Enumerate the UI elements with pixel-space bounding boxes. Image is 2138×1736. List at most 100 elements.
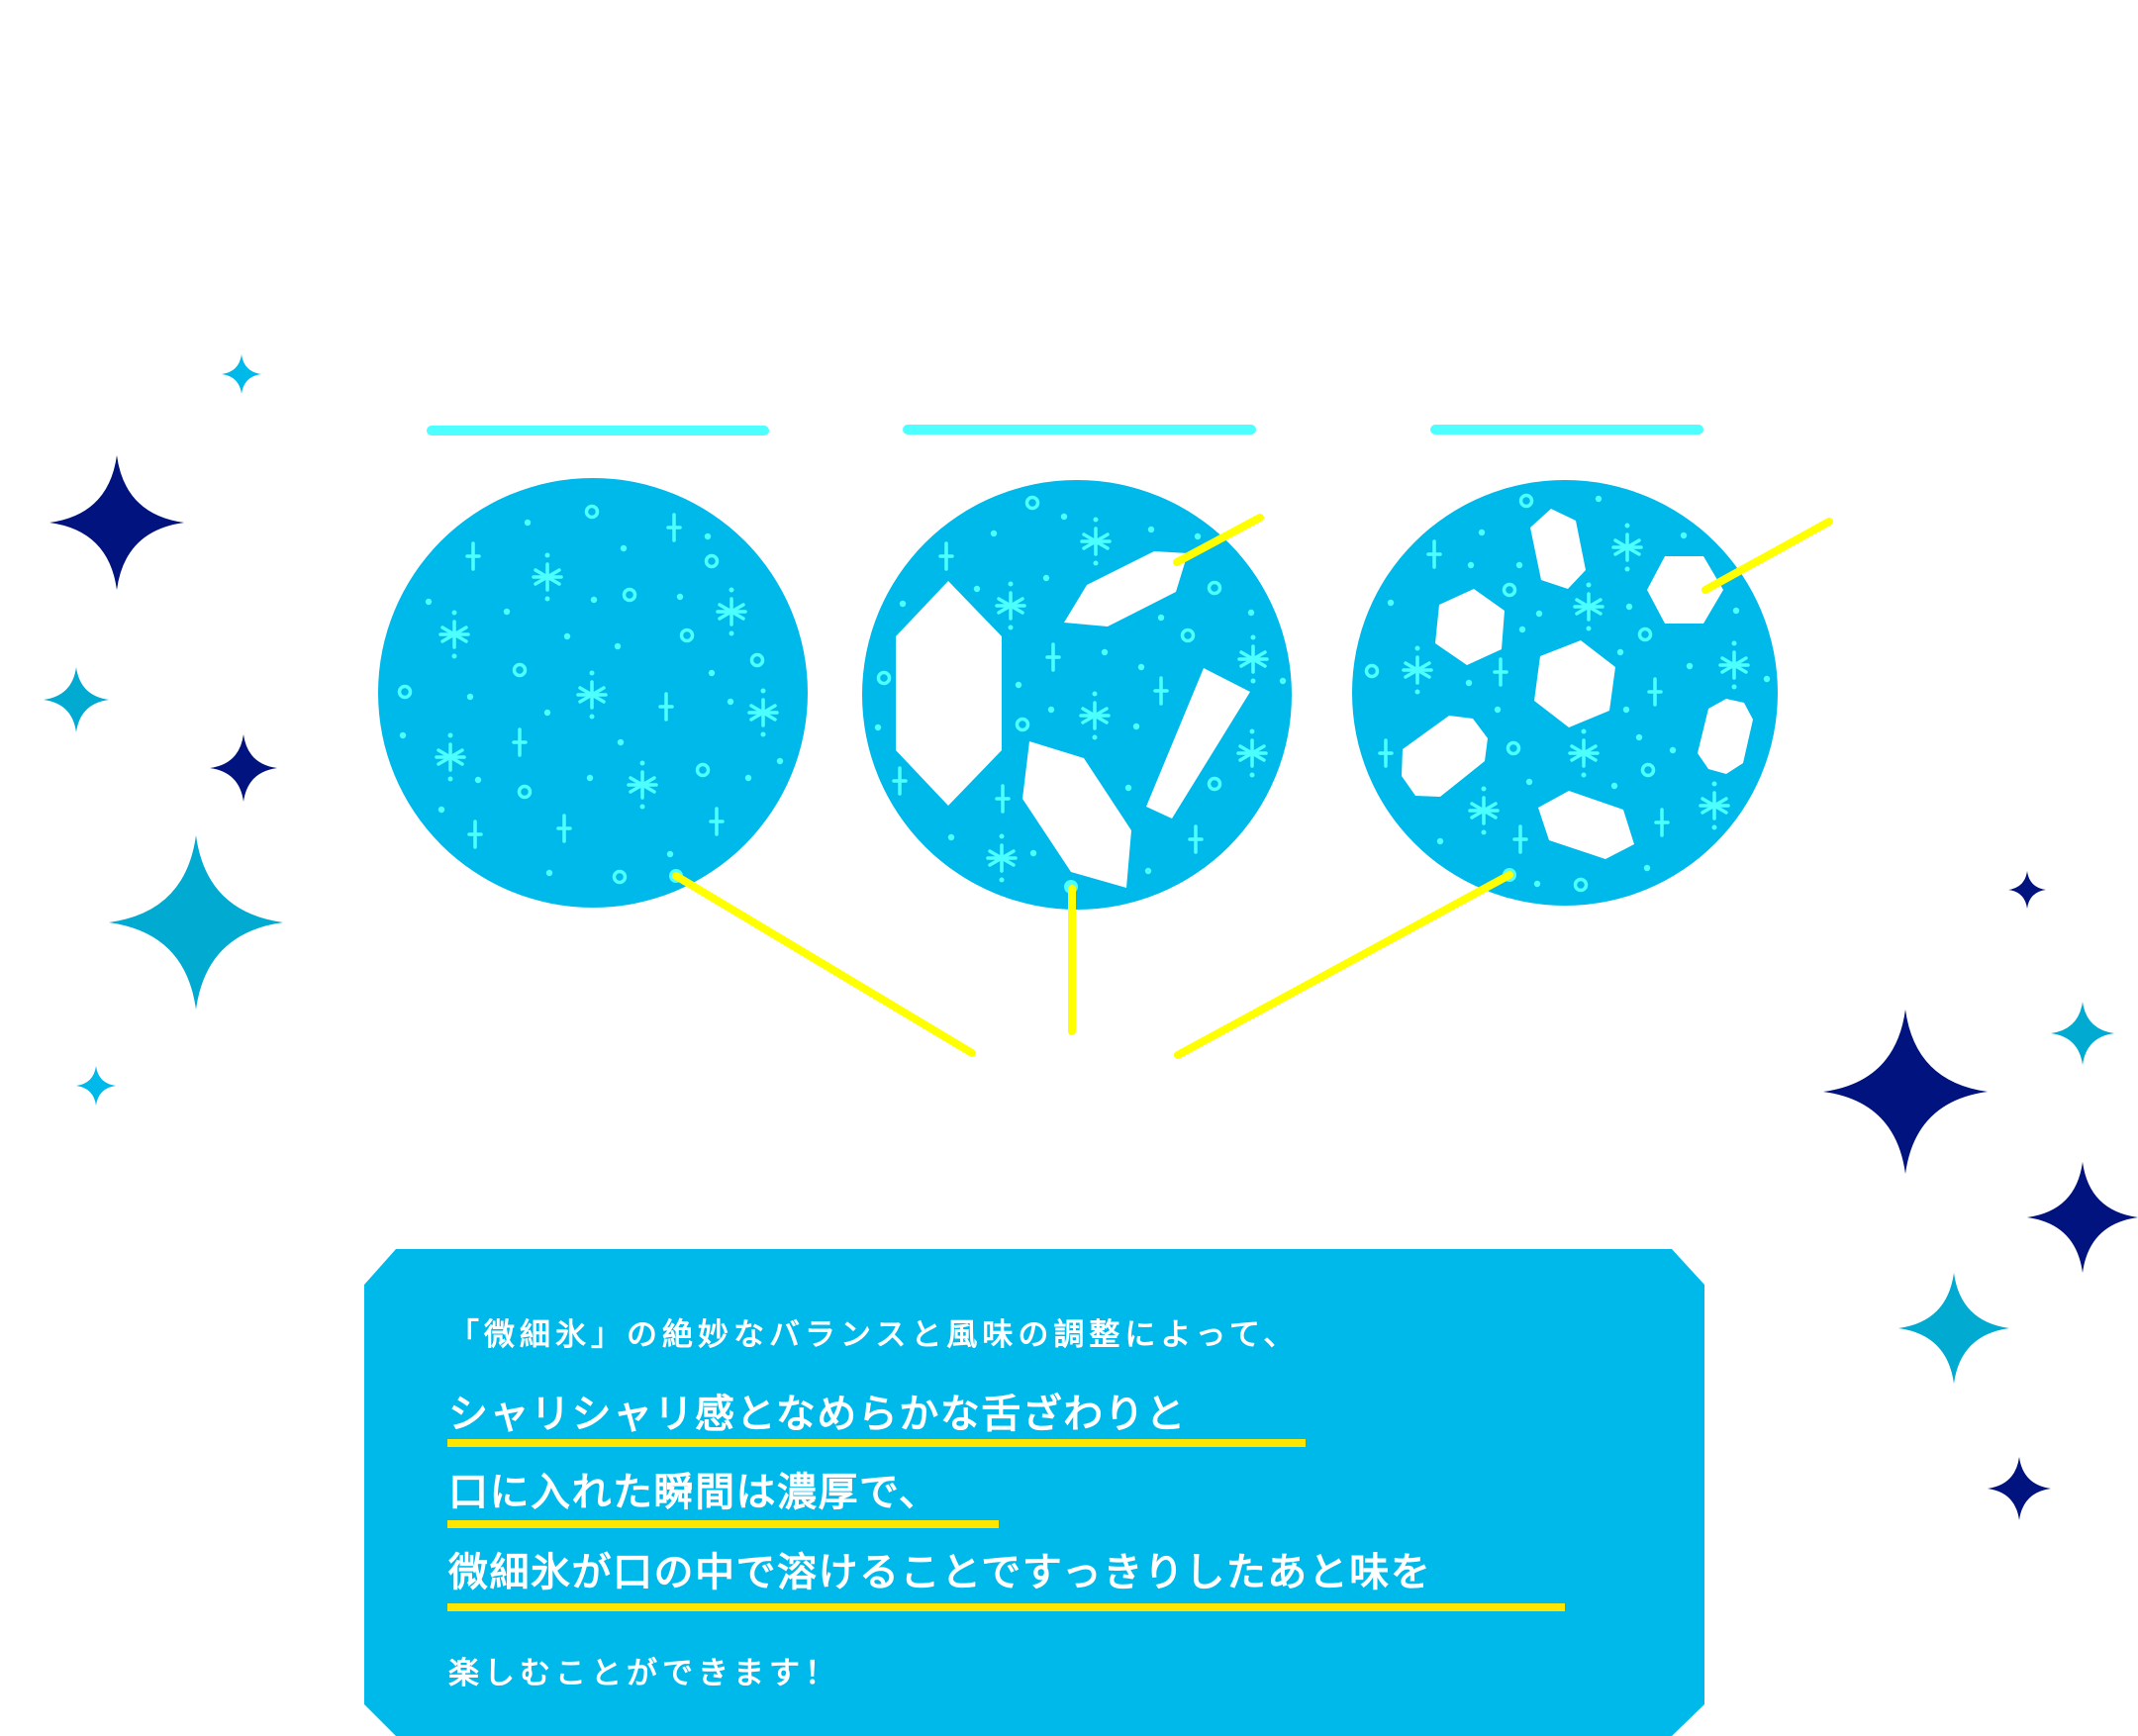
ice-crystal-shape bbox=[1022, 741, 1131, 888]
snowflake-icon bbox=[995, 581, 1026, 630]
ring-icon bbox=[622, 587, 637, 603]
ring-icon bbox=[1015, 717, 1030, 732]
dot-icon bbox=[1635, 733, 1643, 741]
cross-sparkle-icon bbox=[512, 727, 528, 757]
star-icon bbox=[109, 835, 283, 1010]
dot-icon bbox=[1595, 495, 1603, 503]
dot-icon bbox=[1515, 561, 1523, 569]
dot-icon bbox=[425, 598, 433, 606]
dot-icon bbox=[1616, 648, 1624, 656]
snowflake-icon bbox=[1402, 645, 1433, 695]
dot-icon bbox=[1478, 529, 1486, 536]
dot-icon bbox=[1060, 513, 1068, 521]
ring-icon bbox=[397, 684, 413, 700]
star-icon bbox=[2051, 1002, 2114, 1065]
ring-icon bbox=[876, 670, 892, 686]
star-icon bbox=[2008, 871, 2046, 909]
dot-icon bbox=[899, 600, 907, 608]
star-icon bbox=[222, 354, 261, 394]
dot-icon bbox=[1680, 531, 1688, 539]
dot-icon bbox=[1732, 607, 1740, 615]
ring-icon bbox=[1502, 582, 1517, 598]
coarse-ice-circle bbox=[862, 480, 1292, 910]
ice-crystal-shape bbox=[1534, 640, 1615, 727]
cross-sparkle-icon bbox=[709, 807, 725, 836]
dot-icon bbox=[1465, 679, 1473, 687]
dot-icon bbox=[1147, 526, 1155, 533]
cross-sparkle-icon bbox=[1045, 642, 1061, 672]
star-icon bbox=[49, 455, 184, 590]
pointer-line bbox=[1701, 518, 1833, 594]
dot-icon bbox=[1101, 648, 1109, 656]
pointer-line bbox=[1174, 871, 1513, 1059]
ring-icon bbox=[1573, 877, 1589, 893]
ring-icon bbox=[584, 504, 600, 520]
ice-crystal-shape bbox=[1146, 668, 1250, 819]
ring-icon bbox=[679, 627, 695, 643]
snowflake-icon bbox=[986, 833, 1018, 883]
dot-icon bbox=[1194, 532, 1202, 540]
dot-icon bbox=[1144, 867, 1152, 875]
dot-icon bbox=[874, 723, 882, 731]
dot-icon bbox=[704, 532, 712, 540]
ice-texture-circles bbox=[378, 478, 1778, 910]
cross-sparkle-icon bbox=[1378, 738, 1394, 768]
dot-icon bbox=[586, 774, 594, 782]
ice-crystal-shape bbox=[1698, 699, 1753, 774]
cross-sparkle-icon bbox=[1493, 657, 1508, 687]
dot-icon bbox=[1247, 609, 1255, 617]
snowflake-icon bbox=[576, 670, 608, 720]
star-icon bbox=[1823, 1010, 1988, 1174]
pointer-line bbox=[1173, 514, 1264, 566]
dot-icon bbox=[614, 642, 622, 650]
ice-crystal-shape bbox=[1064, 551, 1188, 627]
dot-icon bbox=[1015, 681, 1022, 689]
dot-icon bbox=[563, 632, 571, 640]
mixed-ice-circle bbox=[1352, 480, 1778, 906]
dot-icon bbox=[1533, 880, 1541, 888]
dot-icon bbox=[666, 850, 674, 858]
dot-icon bbox=[1622, 706, 1630, 714]
dot-icon bbox=[1610, 782, 1618, 790]
dot-icon bbox=[1686, 662, 1694, 670]
snowflake-icon bbox=[716, 587, 747, 636]
dot-icon bbox=[727, 698, 734, 706]
cross-sparkle-icon bbox=[556, 814, 572, 843]
dot-icon bbox=[947, 833, 955, 841]
sparkle-stars bbox=[44, 354, 2138, 1520]
ring-icon bbox=[612, 869, 628, 885]
snowflake-icon bbox=[1699, 781, 1730, 830]
dot-icon bbox=[466, 693, 474, 701]
star-icon bbox=[44, 667, 109, 732]
cross-sparkle-icon bbox=[1426, 539, 1442, 569]
cross-sparkle-icon bbox=[1188, 824, 1204, 854]
dot-icon bbox=[590, 596, 598, 604]
fine-ice-circle bbox=[378, 478, 808, 908]
cross-sparkle-icon bbox=[465, 541, 481, 571]
snowflake-icon bbox=[435, 732, 466, 782]
cross-sparkle-icon bbox=[1512, 824, 1528, 854]
dot-icon bbox=[676, 593, 684, 601]
snowflake-icon bbox=[1236, 728, 1268, 778]
dot-icon bbox=[545, 869, 553, 877]
dot-icon bbox=[1669, 746, 1677, 754]
pointer-lines bbox=[672, 514, 1833, 1059]
ring-icon bbox=[1640, 762, 1656, 778]
star-icon bbox=[1898, 1273, 2009, 1384]
cross-sparkle-icon bbox=[666, 513, 682, 542]
cross-sparkle-icon bbox=[995, 784, 1011, 814]
cross-sparkle-icon bbox=[658, 692, 674, 722]
snowflake-icon bbox=[438, 610, 470, 659]
cross-sparkle-icon bbox=[892, 766, 908, 796]
dot-icon bbox=[474, 776, 482, 784]
dot-icon bbox=[776, 757, 784, 765]
snowflake-icon bbox=[1611, 523, 1643, 572]
ring-icon bbox=[1637, 627, 1653, 642]
ice-crystal-shape bbox=[896, 581, 1002, 806]
ring-icon bbox=[1207, 580, 1222, 596]
dot-icon bbox=[1042, 574, 1050, 582]
header-bars bbox=[427, 425, 1703, 435]
cross-sparkle-icon bbox=[1153, 676, 1169, 706]
star-icon bbox=[2027, 1162, 2138, 1273]
dot-icon bbox=[1436, 837, 1444, 845]
